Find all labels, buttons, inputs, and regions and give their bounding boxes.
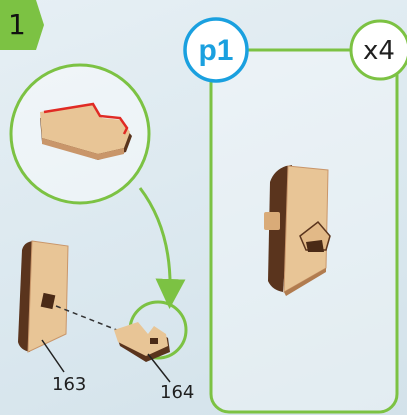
tab-part xyxy=(114,322,170,362)
quantity-ring xyxy=(349,19,407,81)
part-number-label: 163 xyxy=(52,374,87,395)
assembly-guide xyxy=(55,305,123,333)
leader-line-163 xyxy=(41,339,65,373)
piece-label-ring xyxy=(183,17,249,83)
part-panel xyxy=(183,17,407,414)
part-number-label: 164 xyxy=(160,382,195,403)
step-badge xyxy=(0,0,44,50)
assembled-piece xyxy=(264,165,331,296)
leader-line-164 xyxy=(147,353,171,383)
step-number: 1 xyxy=(8,8,26,41)
quantity-label: x4 xyxy=(363,36,395,66)
piece-label: p1 xyxy=(198,34,234,67)
detail-callout xyxy=(9,63,151,205)
pointer-arrow xyxy=(138,187,186,309)
plate-part xyxy=(18,240,69,353)
